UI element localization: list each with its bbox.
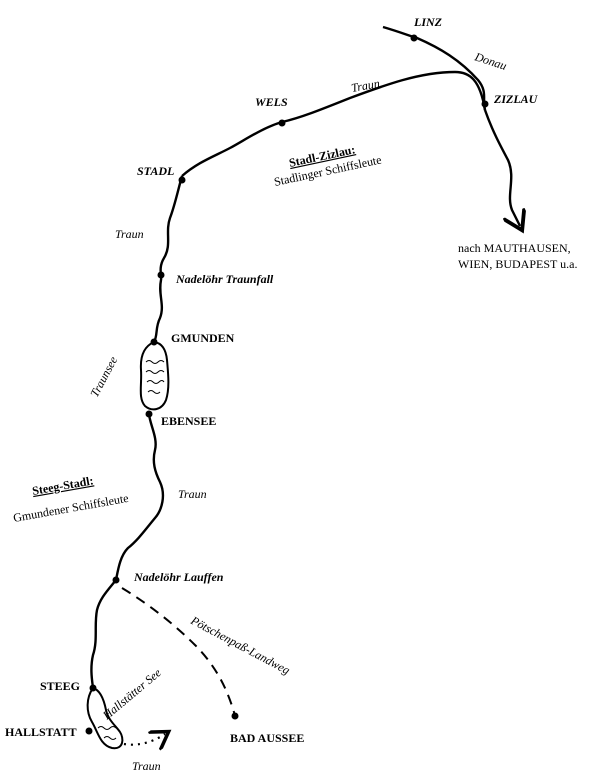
section-steeg-stadl-desc: Gmundener Schiffsleute [12,491,129,525]
label-steeg: STEEG [40,679,80,693]
poetschenpass-route-line [121,587,236,717]
ebensee-dot [145,410,153,418]
label-linz: LINZ [413,15,443,29]
traunfall-dot [157,271,165,279]
label-donau: Donau [472,49,508,73]
label-traunsee: Traunsee [87,353,120,399]
stadl-dot [178,176,186,184]
section-steeg-stadl-title: Steeg-Stadl: [31,473,94,498]
traun-river-line-lower [114,413,165,581]
label-stadl: STADL [137,164,174,178]
gmunden-dot [150,338,158,346]
label-ebensee: EBENSEE [161,414,216,428]
traun-river-line-upper [181,70,487,177]
destination-line-2: WIEN, BUDAPEST u.a. [458,257,577,271]
donau-river-line [382,25,487,111]
label-traun-bottom: Traun [132,759,161,773]
label-wels: WELS [255,95,288,109]
hallstaetter-see-lake [86,686,124,750]
traun-river-line-bottom [90,579,117,689]
traun-river-line-middle [152,175,184,343]
traunsee-lake [139,340,170,411]
label-bad-aussee: BAD AUSSEE [230,731,304,745]
label-poetschenpass: Pötschenpaß-Landweg [188,613,293,677]
label-traun-upper: Traun [115,227,144,241]
wels-dot [278,119,286,127]
destination-line-1: nach MAUTHAUSEN, [458,241,571,255]
label-nadeloehr-traunfall: Nadelöhr Traunfall [175,272,274,286]
label-traun-top: Traun [350,76,381,95]
label-nadeloehr-lauffen: Nadelöhr Lauffen [133,570,224,584]
label-gmunden: GMUNDEN [171,331,235,345]
label-traun-middle: Traun [178,487,207,501]
steeg-dot [89,684,97,692]
bad-aussee-dot [231,712,239,720]
zizlau-dot [481,100,489,108]
label-hallstaetter-see: Hallstätter See [99,665,164,723]
traun-dotted-line [123,734,165,745]
hallstatt-dot [85,727,93,735]
lauffen-dot [112,576,120,584]
donau-downstream-line [483,109,520,226]
label-hallstatt: HALLSTATT [5,725,77,739]
label-zizlau: ZIZLAU [493,92,539,106]
linz-dot [410,34,418,42]
